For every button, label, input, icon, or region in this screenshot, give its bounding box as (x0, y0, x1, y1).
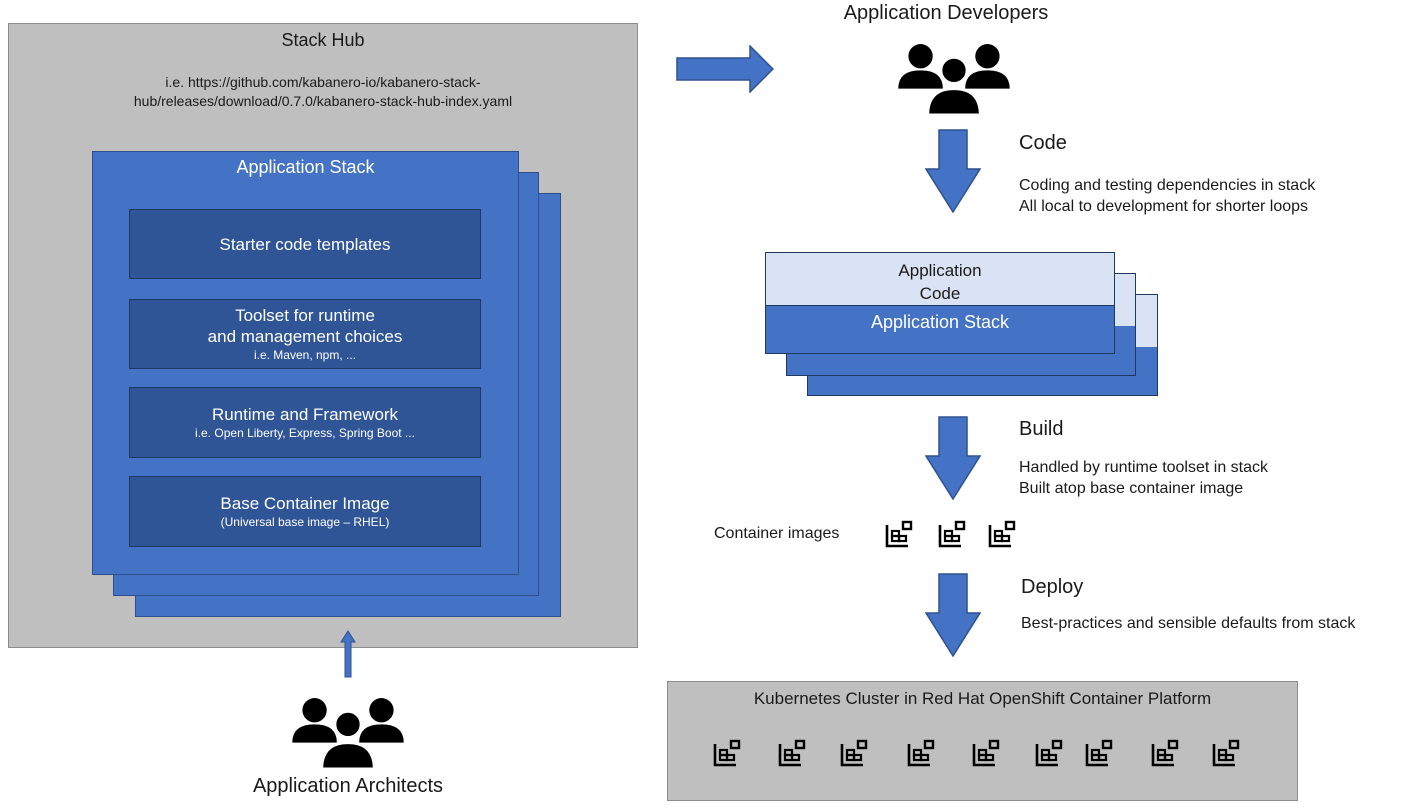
code-desc-line2: All local to development for shorter loo… (1019, 198, 1309, 215)
container-image-icon (838, 737, 870, 769)
build-step-title: Build (1019, 418, 1064, 440)
deploy-step-title: Deploy (1021, 576, 1084, 598)
container-image-icon (883, 518, 915, 550)
deploy-step-description: Best-practices and sensible defaults fro… (1021, 615, 1356, 632)
build-desc-line1: Handled by runtime toolset in stack (1019, 459, 1269, 476)
layer-name: Base Container Image (220, 494, 390, 513)
right-arrow (676, 45, 774, 93)
container-image-icon (936, 518, 968, 550)
code-down-arrow (925, 129, 981, 213)
application-stack-title: Application Stack (236, 157, 375, 177)
app-card-front: Application Code Application Stack (765, 252, 1115, 354)
layer-toolset: Toolset for runtime and management choic… (129, 299, 481, 369)
layer-name-line2: and management choices (207, 327, 403, 346)
layer-detail: i.e. Maven, npm, ... (253, 348, 357, 362)
stack-hub-url-line2: hub/releases/download/0.7.0/kabanero-sta… (133, 93, 513, 109)
container-images-label: Container images (714, 525, 840, 542)
container-image-icon (1149, 737, 1181, 769)
layer-base-container-image: Base Container Image (Universal base ima… (129, 476, 481, 547)
kubernetes-cluster-title: Kubernetes Cluster in Red Hat OpenShift … (753, 689, 1212, 708)
container-image-icon (986, 518, 1018, 550)
layer-runtime-framework: Runtime and Framework i.e. Open Liberty,… (129, 387, 481, 458)
deploy-down-arrow (925, 573, 981, 657)
application-code-line1: Application (898, 261, 982, 280)
application-code-section: Application Code (766, 253, 1114, 306)
container-image-icon (905, 737, 937, 769)
application-stack-label: Application Stack (870, 312, 1010, 332)
layer-detail: (Universal base image – RHEL) (220, 515, 390, 529)
layer-starter-code-templates: Starter code templates (129, 209, 481, 279)
code-step-title: Code (1019, 132, 1067, 154)
container-image-icon (776, 737, 808, 769)
stack-hub-title: Stack Hub (281, 30, 365, 50)
container-image-icon (1083, 737, 1115, 769)
layer-detail: i.e. Open Liberty, Express, Spring Boot … (195, 426, 415, 440)
user-group-icon (898, 40, 1010, 116)
layer-name-line1: Toolset for runtime (235, 306, 375, 325)
kubernetes-cluster-panel (667, 681, 1298, 801)
container-image-icon (970, 737, 1002, 769)
layer-name: Starter code templates (219, 234, 391, 254)
stack-hub-url-line1: i.e. https://github.com/kabanero-io/kaba… (165, 74, 481, 90)
build-desc-line2: Built atop base container image (1019, 480, 1244, 497)
developers-label: Application Developers (843, 2, 1049, 24)
user-group-icon (292, 694, 404, 770)
build-step-description: Handled by runtime toolset in stack Buil… (1019, 457, 1268, 499)
layer-name: Runtime and Framework (211, 405, 399, 424)
code-step-description: Coding and testing dependencies in stack… (1019, 175, 1315, 217)
architects-label: Application Architects (252, 775, 444, 797)
container-image-icon (1033, 737, 1065, 769)
stack-hub-url: i.e. https://github.com/kabanero-io/kaba… (8, 73, 638, 111)
architects-up-arrow (340, 630, 356, 678)
code-desc-line1: Coding and testing dependencies in stack (1019, 177, 1316, 194)
container-image-icon (711, 737, 743, 769)
build-down-arrow (925, 416, 981, 500)
application-code-line2: Code (919, 284, 961, 303)
container-image-icon (1210, 737, 1242, 769)
